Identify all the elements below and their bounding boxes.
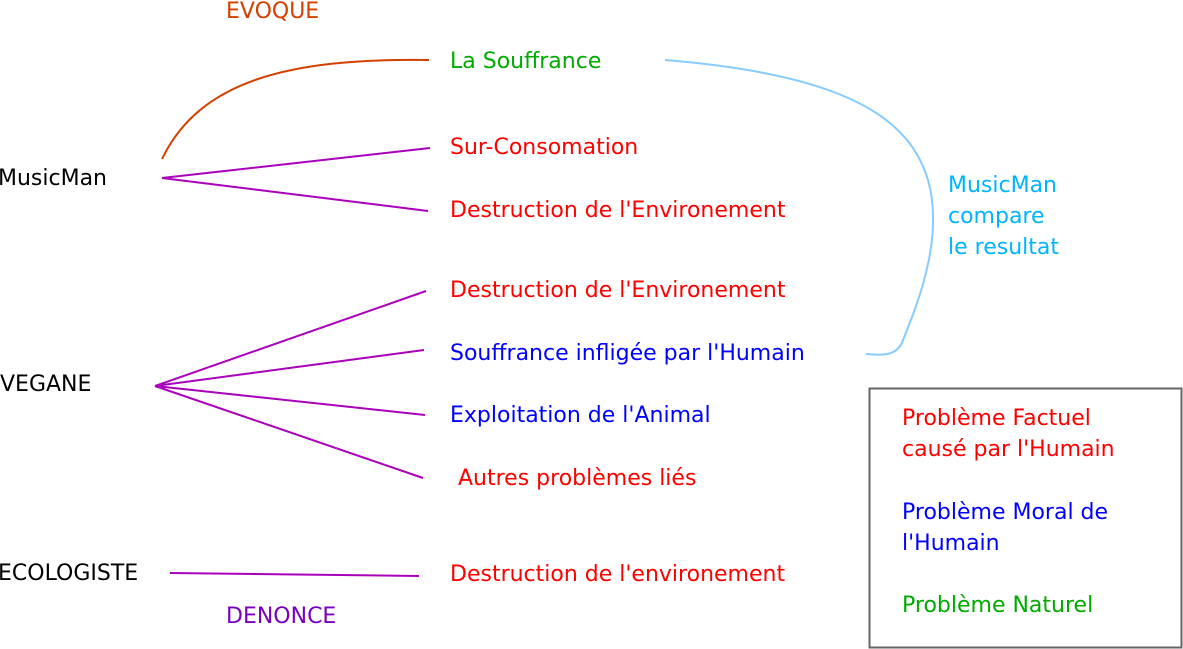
legend-natural: Problème Naturel <box>902 593 1093 618</box>
issue-destruction-ecologiste: Destruction de l'environement <box>450 562 785 587</box>
evoque-connector <box>161 58 430 160</box>
actor-vegane: VEGANE <box>0 372 91 397</box>
legend-box <box>868 387 1183 649</box>
link-vegane-souffrance <box>154 349 425 387</box>
legend: Problème Factuel causé par l'Humain Prob… <box>868 387 1183 649</box>
actor-ecologiste: ECOLOGISTE <box>0 561 138 586</box>
evoque-label: EVOQUE <box>226 0 319 24</box>
issue-souffrance-humain: Souffrance infligée par l'Humain <box>450 341 805 366</box>
denonce-label: DENONCE <box>226 604 336 629</box>
legend-factual-1: Problème Factuel <box>902 406 1091 431</box>
issue-destruction-musicman: Destruction de l'Environement <box>450 198 786 223</box>
link-ecologiste-destruction <box>169 572 420 577</box>
compare-label-1: MusicMan <box>948 173 1057 198</box>
link-vegane-exploitation <box>154 385 426 416</box>
issue-surconso: Sur-Consomation <box>450 135 638 160</box>
issue-exploitation: Exploitation de l'Animal <box>450 403 711 428</box>
link-vegane-destruction <box>154 290 427 387</box>
legend-moral-1: Problème Moral de <box>902 500 1108 525</box>
compare-label-3: le resultat <box>948 235 1059 260</box>
legend-moral-2: l'Humain <box>902 531 1000 556</box>
link-vegane-autres <box>154 385 424 479</box>
legend-factual-2: causé par l'Humain <box>902 437 1115 462</box>
issue-destruction-vegane: Destruction de l'Environement <box>450 278 786 303</box>
link-musicman-surconso <box>161 147 431 179</box>
compare-connector <box>664 59 935 356</box>
issue-souffrance: La Souffrance <box>450 49 601 74</box>
issue-autres: Autres problèmes liés <box>458 466 696 491</box>
actor-musicman: MusicMan <box>0 166 107 191</box>
link-musicman-destruction <box>161 177 429 212</box>
compare-label-2: compare <box>948 204 1045 229</box>
